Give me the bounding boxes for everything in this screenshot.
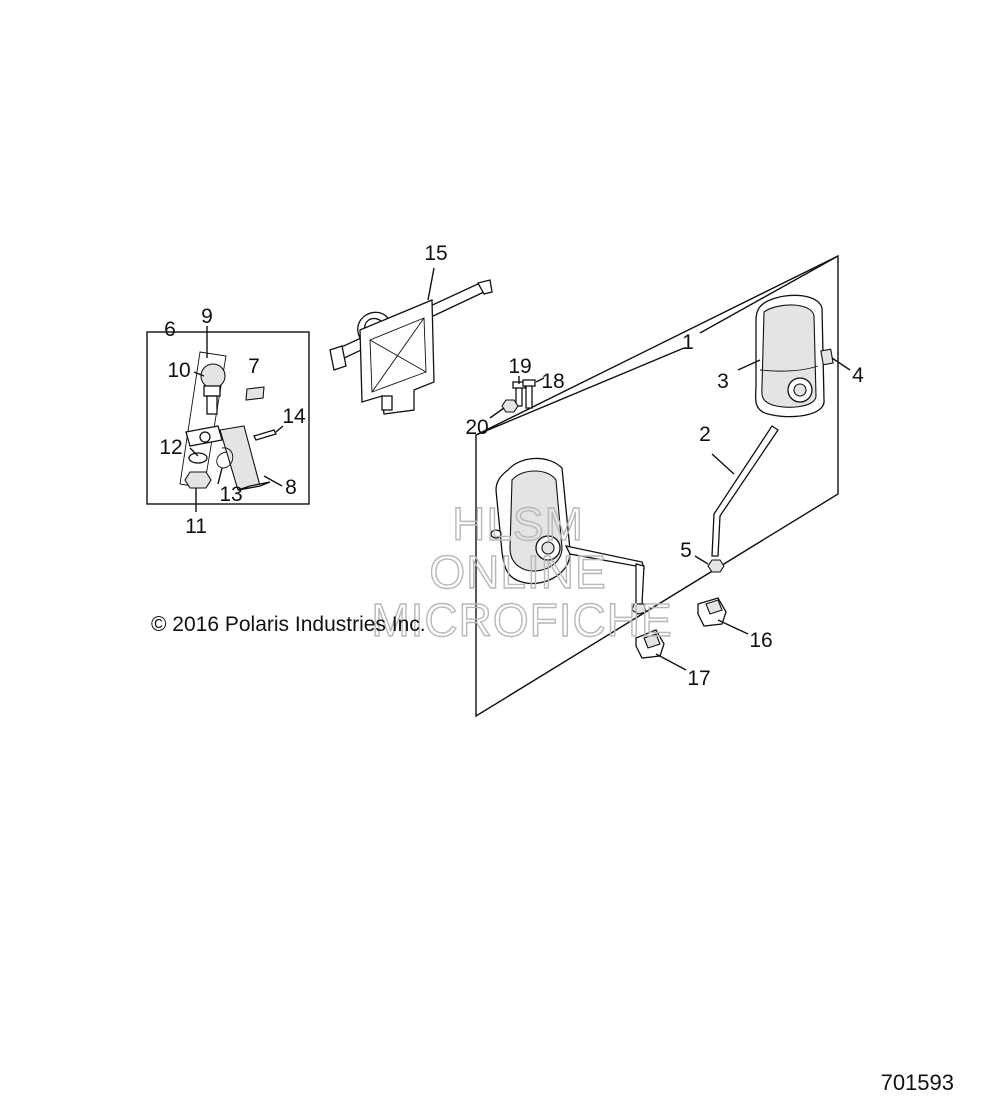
callout-5: 5 (680, 539, 692, 562)
hitch-receiver (185, 425, 271, 491)
leader-18 (535, 377, 545, 383)
callout-16: 16 (749, 629, 772, 652)
callout-15: 15 (424, 242, 447, 265)
leader-1 (475, 347, 685, 436)
callout-1: 1 (682, 331, 694, 354)
leader-4 (831, 357, 851, 371)
leader-2 (711, 453, 735, 475)
callout-13: 13 (219, 483, 242, 506)
mount-bracket (329, 279, 493, 415)
leader-3 (737, 359, 761, 371)
callout-3: 3 (717, 370, 729, 393)
copyright-text: © 2016 Polaris Industries Inc. (151, 613, 426, 636)
callout-10: 10 (167, 359, 190, 382)
hitch-ball (200, 363, 226, 415)
hitch-nut (184, 471, 212, 489)
clamp-17 (635, 629, 665, 659)
drawing-number: 701593 (881, 1070, 954, 1095)
lock-washer (188, 452, 208, 464)
callout-12: 12 (159, 436, 182, 459)
mirror-left (490, 457, 647, 615)
watermark-line-3: MICROFICHE (371, 594, 672, 646)
decal-label (245, 386, 265, 401)
callout-19: 19 (508, 355, 531, 378)
callout-6: 6 (164, 318, 176, 341)
hitch-leader-lines (189, 326, 284, 512)
leader-5 (694, 555, 709, 565)
leader-17 (655, 653, 687, 671)
leader-20 (489, 407, 505, 419)
callout-4: 4 (852, 364, 864, 387)
hitch-kit-parts (179, 351, 277, 491)
fastener-set (501, 379, 536, 413)
hitch-clip (216, 447, 234, 469)
leader-15 (427, 267, 435, 301)
callout-18: 18 (541, 370, 564, 393)
callout-17: 17 (687, 667, 710, 690)
callout-11: 11 (185, 515, 207, 538)
clamp-16 (697, 597, 727, 627)
hitch-kit-group-box (146, 331, 310, 505)
watermark-line-1: HLSM (452, 498, 584, 550)
mirror-arm-right (711, 425, 779, 566)
callout-9: 9 (201, 305, 213, 328)
callout-20: 20 (465, 416, 488, 439)
callout-14: 14 (282, 405, 306, 428)
mirror-cap (820, 348, 834, 366)
leader-16 (717, 619, 749, 635)
watermark-line-2: ONLINE (429, 546, 606, 598)
mirror-right (754, 294, 825, 418)
hitch-pin (253, 429, 277, 441)
nut-5 (707, 559, 725, 573)
callout-8: 8 (285, 476, 297, 499)
callout-7: 7 (248, 355, 260, 378)
mirror-kit-outline (475, 254, 839, 718)
callout-2: 2 (699, 423, 711, 446)
